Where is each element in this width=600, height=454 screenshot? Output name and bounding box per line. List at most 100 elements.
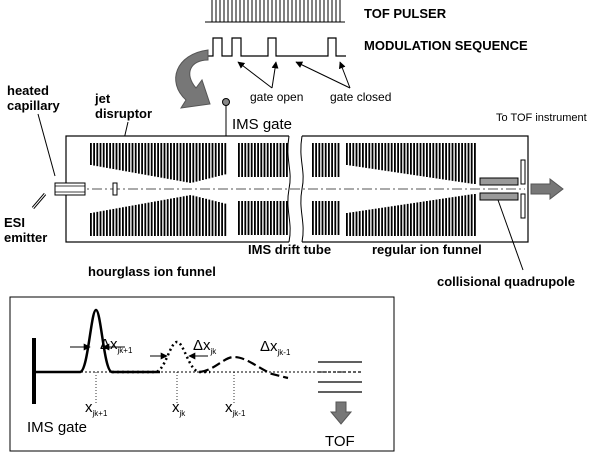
- electrode-plate: [93, 143, 95, 166]
- electrode-plate: [211, 200, 214, 236]
- electrode-plate: [160, 143, 163, 178]
- electrode-plate: [205, 198, 207, 236]
- electrode-plate: [458, 196, 460, 236]
- esi-emitter-needle-core: [32, 193, 46, 209]
- electrode-plate: [141, 143, 143, 175]
- electrode-plate: [315, 201, 317, 235]
- electrode-plate: [189, 143, 191, 183]
- hourglass-ion-funnel-label: hourglass ion funnel: [88, 264, 216, 279]
- electrode-plate: [387, 206, 390, 236]
- electrode-plate: [112, 208, 115, 236]
- electrode-plate: [438, 143, 441, 179]
- electrode-plate: [334, 143, 337, 177]
- electrode-plate: [371, 209, 374, 236]
- dx-jk-label: Δxjk: [193, 337, 217, 356]
- electrode-plate: [413, 202, 415, 236]
- electrode-plate: [99, 143, 102, 167]
- electrode-plate: [198, 143, 201, 181]
- electrode-plate: [176, 143, 179, 181]
- gate-closed-arrow: [295, 61, 351, 89]
- electrode-plate: [182, 196, 185, 236]
- electrode-plate: [214, 201, 217, 236]
- electrode-plate: [355, 211, 358, 236]
- electrode-plate: [355, 143, 358, 167]
- electrode-plate: [470, 194, 473, 236]
- electrode-plate: [413, 143, 415, 176]
- electrode-plate: [244, 143, 247, 177]
- electrode-plate: [324, 201, 327, 235]
- gate-open-arrow: [237, 61, 273, 89]
- electrode-plate: [150, 202, 153, 236]
- electrode-plate: [328, 201, 330, 235]
- electrode-plate: [218, 143, 220, 176]
- electrode-plate: [157, 200, 159, 236]
- electrode-plate: [358, 211, 361, 236]
- electrode-plate: [328, 143, 330, 177]
- tof-pulser-comb: [211, 0, 341, 22]
- electrode-plate: [279, 143, 282, 177]
- electrode-plate: [273, 201, 275, 235]
- electrode-plate: [276, 143, 279, 177]
- electrode-plate: [279, 201, 282, 235]
- electrode-plate: [365, 143, 367, 168]
- x-jk-label: xjk: [172, 399, 186, 418]
- electrode-plate: [93, 212, 95, 236]
- electrode-plate: [321, 201, 324, 235]
- esi-emitter-label-line1: ESI: [4, 215, 25, 230]
- electrode-plate: [464, 143, 467, 183]
- electrode-plate: [96, 143, 99, 167]
- electrode-plate: [122, 143, 124, 171]
- electrode-plate: [163, 143, 166, 179]
- electrode-plate: [378, 143, 380, 170]
- electrode-plate: [160, 200, 163, 236]
- electrode-plate: [96, 211, 99, 236]
- electrode-plate: [397, 205, 399, 236]
- electrode-plate: [419, 143, 422, 177]
- electrode-plate: [362, 210, 364, 236]
- electrode-plate: [266, 201, 269, 235]
- electrode-plate: [435, 199, 438, 236]
- electrode-plate: [266, 143, 269, 177]
- dx-jk-minus-1-label: Δxjk-1: [260, 338, 291, 357]
- electrode-plate: [410, 143, 412, 175]
- electrode-plate: [422, 143, 425, 177]
- electrode-plate: [173, 198, 175, 236]
- electrode-plate: [163, 199, 166, 236]
- electrode-plate: [467, 194, 470, 236]
- electrode-plate: [315, 143, 317, 177]
- electrode-plate: [474, 143, 476, 184]
- electrode-plate: [118, 143, 121, 171]
- electrode-plate: [109, 209, 111, 236]
- jet-disruptor-element: [112, 182, 118, 196]
- electrode-plate: [128, 143, 131, 172]
- peak-jk-minus-1: [199, 355, 289, 380]
- electrode-plate: [106, 210, 108, 236]
- electrode-plate: [368, 209, 371, 236]
- electrode-plate: [154, 201, 156, 236]
- electrode-plate: [384, 143, 387, 171]
- electrode-plate: [416, 202, 419, 236]
- electrode-plate: [202, 198, 204, 236]
- electrode-plate: [238, 201, 240, 235]
- electrode-plate: [170, 198, 172, 236]
- electrode-plate: [318, 143, 321, 177]
- electrode-plate: [186, 195, 188, 236]
- ims-drift-tube-label: IMS drift tube: [248, 242, 331, 257]
- electrode-plate: [141, 203, 143, 236]
- electrode-plate: [179, 196, 182, 236]
- electrode-plate: [454, 143, 457, 182]
- electrode-plate: [221, 143, 223, 176]
- peak-jk-plus-1: [36, 308, 160, 374]
- gate-closed-label: gate closed: [330, 90, 391, 104]
- electrode-plate: [352, 143, 355, 166]
- electrode-plate: [374, 143, 377, 170]
- electrode-plate: [312, 201, 314, 235]
- electrode-plate: [189, 195, 191, 236]
- x-jk-plus-1-label: xjk+1: [85, 399, 108, 418]
- gate-open-arrow: [271, 61, 279, 89]
- electrode-plate: [182, 143, 185, 182]
- electrode-plate: [451, 197, 454, 236]
- electrode-plate: [442, 198, 444, 236]
- electrode-plate: [202, 143, 204, 180]
- x-jk-minus-1-label: xjk-1: [225, 399, 246, 418]
